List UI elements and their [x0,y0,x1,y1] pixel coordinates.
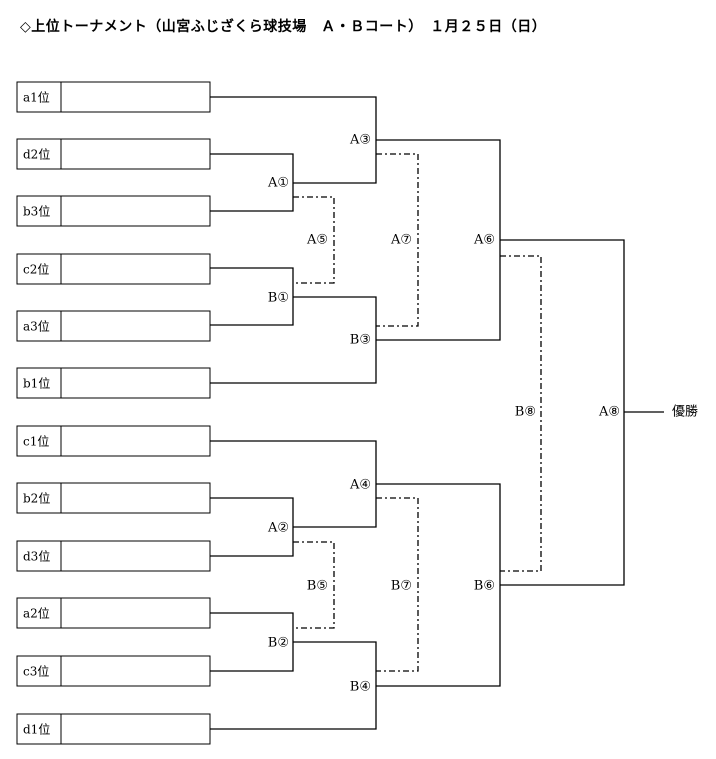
seed-label: a3位 [23,319,50,334]
seed-slot: b1位 [16,367,211,399]
seed-slot: c3位 [16,655,211,687]
seed-label: d2位 [23,147,50,162]
seed-slot: a2位 [16,597,211,629]
consolation-line [376,497,419,672]
match-label-a2: A② [267,521,289,536]
team-name-field [60,597,211,629]
team-name-field [60,138,211,170]
seed-slot: d1位 [16,713,211,745]
team-name-field [60,253,211,285]
match-label-b8: B⑧ [515,405,536,420]
team-name-field [60,713,211,745]
seed-label: d3位 [23,549,50,564]
seed-label: a1位 [23,90,50,105]
match-label-b3: B③ [350,333,371,348]
page-title: ◇上位トーナメント（山宮ふじざくら球技場 Ａ・Ｂコート） １月２５日（日） [20,19,547,35]
match-label-a5: A⑤ [306,233,328,248]
seed-slot: b2位 [16,482,211,514]
team-name-field [60,195,211,227]
team-name-field [60,425,211,457]
seed-slot: d2位 [16,138,211,170]
seed-label: c2位 [23,262,49,277]
seed-label: c3位 [23,664,49,679]
champion-label: 優勝 [672,405,698,420]
match-label-b5: B⑤ [307,579,328,594]
team-name-field [60,655,211,687]
seed-slot: b3位 [16,195,211,227]
match-label-b4: B④ [350,680,371,695]
match-label-a8: A⑧ [598,405,620,420]
seed-label: b1位 [23,376,50,391]
match-label-b2: B② [268,636,289,651]
match-label-a6: A⑥ [473,233,495,248]
seed-slot: a3位 [16,310,211,342]
seed-label: a2位 [23,606,50,621]
consolation-line [293,196,335,284]
match-label-b6: B⑥ [474,579,495,594]
match-label-b1: B① [268,291,289,306]
seed-label: b2位 [23,491,50,506]
consolation-line [376,153,419,327]
seed-label: c1位 [23,434,49,449]
team-name-field [60,367,211,399]
seed-slot: c1位 [16,425,211,457]
match-label-b7: B⑦ [391,579,412,594]
team-name-field [60,310,211,342]
seed-slot: a1位 [16,81,211,113]
consolation-line [500,255,542,572]
seed-label: d1位 [23,722,50,737]
match-label-a4: A④ [349,478,371,493]
seed-label: b3位 [23,204,50,219]
team-name-field [60,540,211,572]
seed-slot: c2位 [16,253,211,285]
consolation-line [293,541,335,629]
seed-slot: d3位 [16,540,211,572]
match-label-a3: A③ [349,133,371,148]
team-name-field [60,81,211,113]
match-label-a7: A⑦ [390,233,412,248]
match-label-a1: A① [267,176,289,191]
team-name-field [60,482,211,514]
